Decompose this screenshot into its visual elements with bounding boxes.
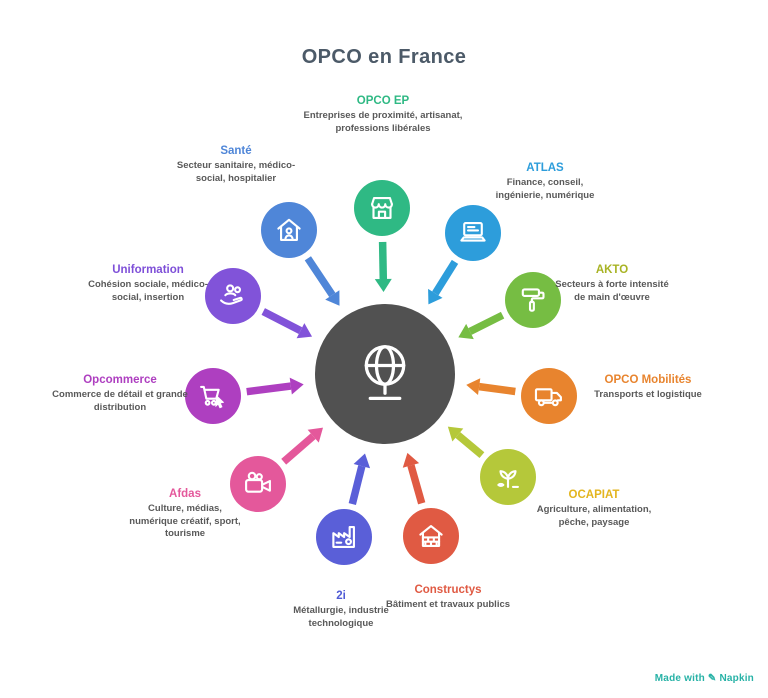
node-description: Agriculture, alimentation, pêche, paysag…	[536, 504, 652, 528]
storefront-icon	[365, 191, 399, 225]
node-label: Uniformation Cohésion sociale, médico-so…	[88, 264, 208, 304]
node-label: Santé Secteur sanitaire, médico-social, …	[171, 145, 301, 185]
opcommerce-arrow	[246, 377, 304, 396]
2i-arrow	[348, 453, 371, 505]
agriculture-icon	[491, 460, 525, 494]
opco-ep-arrow	[374, 241, 392, 293]
node-label: OCAPIAT Agriculture, alimentation, pêche…	[537, 489, 652, 529]
node-label: 2i Métallurgie, industrie technologique	[279, 590, 404, 630]
node-title: OCAPIAT	[568, 489, 620, 501]
node-description: Secteurs à forte intensité de main d'œuv…	[555, 279, 669, 303]
paint-roller-icon	[516, 283, 550, 317]
globe-icon	[351, 340, 419, 408]
node-icon-circle	[480, 449, 536, 505]
factory-icon	[327, 520, 361, 554]
node-description: Transports et logistique	[594, 389, 702, 400]
node-title: ATLAS	[526, 162, 564, 174]
node-icon-circle	[185, 368, 241, 424]
page-title: OPCO en France	[301, 46, 467, 68]
laptop-icon	[456, 216, 490, 250]
node-icon-circle	[205, 268, 261, 324]
node-title: OPCO EP	[356, 95, 410, 107]
node-label: Constructys Bâtiment et travaux publics	[383, 584, 513, 612]
shopping-cart-icon	[196, 379, 230, 413]
node-icon-circle	[316, 509, 372, 565]
node-title: 2i	[336, 590, 346, 602]
node-label: Opcommerce Commerce de détail et grande …	[48, 374, 193, 414]
node-icon-circle	[521, 368, 577, 424]
napkin-watermark: Made with ✎ Napkin	[654, 673, 754, 684]
node-icon-circle	[354, 180, 410, 236]
node-icon-circle	[445, 205, 501, 261]
center-node	[315, 304, 455, 444]
node-icon-circle	[505, 272, 561, 328]
akto-arrow	[458, 311, 505, 340]
node-title: Afdas	[169, 488, 201, 500]
node-description: Entreprises de proximité, artisanat, pro…	[303, 110, 463, 134]
constructys-arrow	[402, 452, 426, 505]
node-title: Opcommerce	[83, 374, 157, 386]
node-description: Bâtiment et travaux publics	[385, 599, 511, 610]
construction-icon	[414, 519, 448, 553]
health-facility-icon	[272, 213, 306, 247]
sante-arrow	[304, 256, 340, 306]
node-label: OPCO EP Entreprises de proximité, artisa…	[303, 95, 463, 135]
node-title: Santé	[220, 145, 252, 157]
ocapiat-arrow	[447, 426, 485, 459]
node-description: Cohésion sociale, médico-social, inserti…	[88, 279, 208, 303]
node-icon-circle	[403, 508, 459, 564]
node-label: OPCO Mobilités Transports et logistique	[593, 374, 703, 402]
node-title: AKTO	[595, 264, 629, 276]
node-title: OPCO Mobilités	[604, 374, 692, 386]
node-label: Afdas Culture, médias, numérique créatif…	[128, 488, 243, 541]
node-icon-circle	[261, 202, 317, 258]
node-label: ATLAS Finance, conseil, ingénierie, numé…	[488, 162, 603, 202]
uniformation-arrow	[261, 308, 313, 339]
node-label: AKTO Secteurs à forte intensité de main …	[555, 264, 670, 304]
node-title: Uniformation	[112, 264, 184, 276]
opco-mobilites-arrow	[466, 378, 516, 396]
video-camera-icon	[241, 467, 275, 501]
atlas-arrow	[428, 259, 459, 305]
node-title: Constructys	[414, 584, 482, 596]
afdas-arrow	[281, 427, 324, 465]
node-description: Commerce de détail et grande distributio…	[52, 389, 188, 413]
node-icon-circle	[230, 456, 286, 512]
node-description: Finance, conseil, ingénierie, numérique	[495, 177, 595, 201]
community-hand-icon	[216, 279, 250, 313]
node-description: Culture, médias, numérique créatif, spor…	[129, 503, 241, 540]
truck-icon	[532, 379, 566, 413]
node-description: Secteur sanitaire, médico-social, hospit…	[176, 160, 296, 184]
node-description: Métallurgie, industrie technologique	[293, 605, 389, 629]
